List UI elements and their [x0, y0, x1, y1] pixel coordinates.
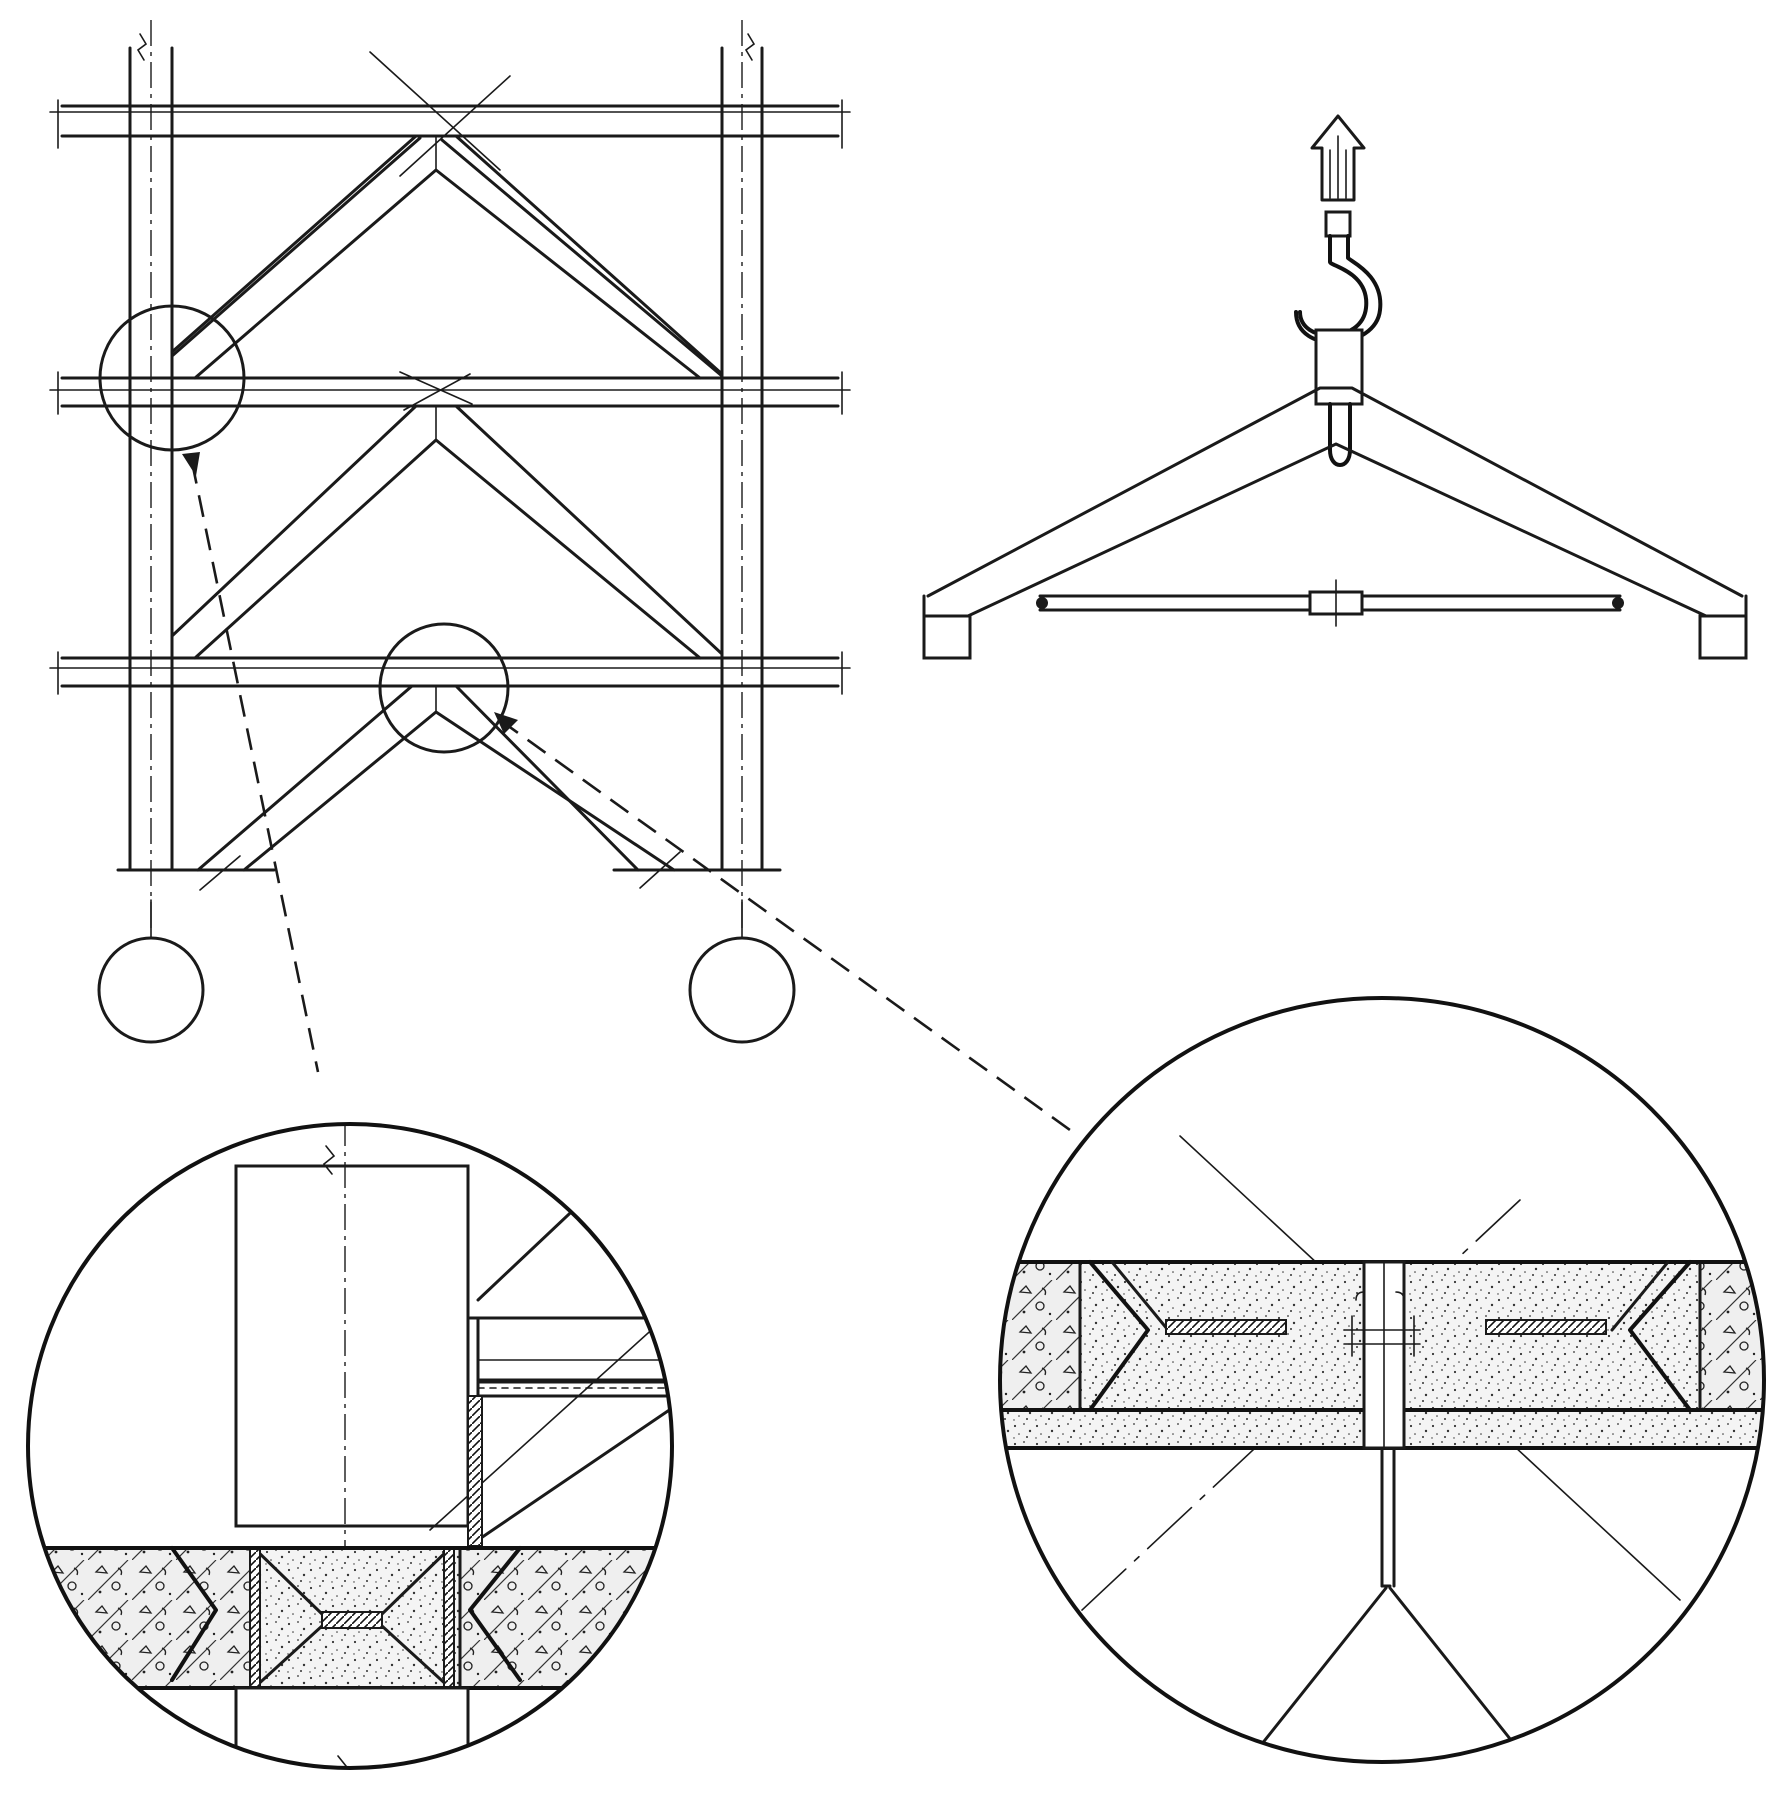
callout-circle-apex-joint [378, 622, 510, 754]
left-column [128, 20, 174, 930]
leader-arrow-right [494, 712, 518, 734]
hook-icon [1294, 210, 1383, 467]
detail-column-brace-joint [26, 1122, 674, 1770]
chevron-brace-lifting [922, 114, 1748, 660]
leader-line-right [499, 718, 1071, 1132]
grid-axis-bubble-right [688, 899, 796, 1044]
lift-arrow-icon [1310, 114, 1366, 202]
chevron-brace-2 [170, 371, 724, 660]
detail-apex-brace-joint [998, 996, 1766, 1764]
chevron-brace-1 [170, 51, 724, 380]
braced-frame-elevation [49, 20, 1071, 1132]
leader-line-left [190, 461, 320, 1073]
leader-arrow-left [182, 452, 200, 476]
chevron-brace-3 [196, 684, 681, 891]
right-column [720, 20, 764, 930]
grid-axis-bubble-left [97, 899, 205, 1044]
brace-end-left [922, 614, 972, 660]
brace-end-right [1698, 614, 1748, 660]
brace-bottom-edge [966, 442, 1708, 618]
brace-top-edge [926, 386, 1744, 598]
beam-level-2 [49, 371, 851, 415]
beam-level-3 [49, 651, 851, 695]
callout-circle-column-joint [98, 304, 246, 452]
tie-rod [1036, 579, 1624, 627]
